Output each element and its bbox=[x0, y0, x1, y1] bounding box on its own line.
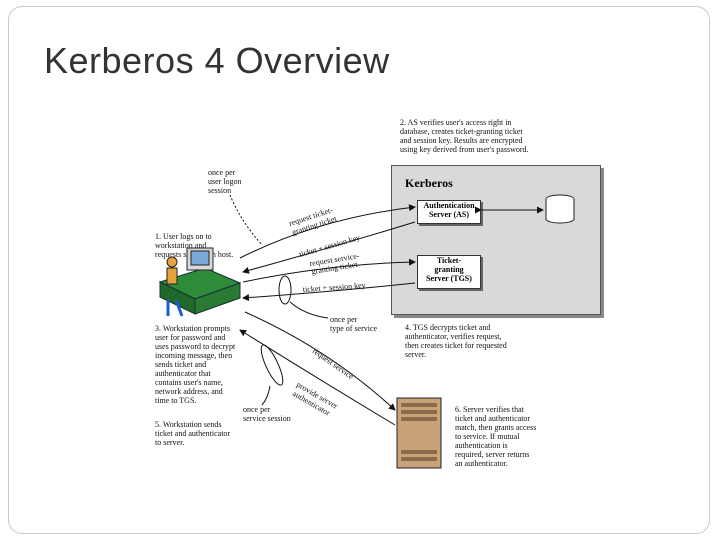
tgs-line-1: Ticket- bbox=[436, 256, 462, 265]
arrow-provide-authenticator bbox=[239, 329, 396, 426]
s3-l5: sends ticket and bbox=[155, 360, 207, 369]
leader-type bbox=[289, 301, 329, 319]
s3-l1: 3. Workstation prompts bbox=[155, 324, 230, 333]
s3-l2: user for password and bbox=[155, 333, 226, 342]
s6-l5: authentication is bbox=[455, 441, 508, 450]
step-4-note: 4. TGS decrypts ticket and authenticator… bbox=[405, 323, 507, 359]
leader-logon bbox=[229, 194, 263, 246]
tgs-server-box: Ticket- granting Server (TGS) bbox=[417, 255, 481, 289]
s4-l2: authenticator, verifies request, bbox=[405, 332, 502, 341]
opt-l1: once per bbox=[330, 315, 358, 324]
s1-l2: workstation and bbox=[155, 241, 207, 250]
step-2-note: 2. AS verifies user's access right in da… bbox=[400, 118, 529, 154]
step-5-note: 5. Workstation sends ticket and authenti… bbox=[155, 420, 230, 447]
label-ticket-session-key-2: ticket + session key bbox=[303, 281, 366, 294]
s2-l2: database, creates ticket-granting ticket bbox=[400, 127, 523, 136]
opl-l2: user logon bbox=[208, 177, 242, 186]
workstation-icon bbox=[158, 247, 242, 317]
label-request-service: request service bbox=[311, 346, 356, 381]
once-per-type-note: once per type of service bbox=[330, 315, 377, 333]
s2-l1: 2. AS verifies user's access right in bbox=[400, 118, 512, 127]
s6-l3: match, then grants access bbox=[455, 423, 537, 432]
s3-l6: authenticator that bbox=[155, 369, 211, 378]
s3-l3: uses password to decrypt bbox=[155, 342, 236, 351]
s3-l8: network address, and bbox=[155, 387, 223, 396]
arrow-request-tgt bbox=[239, 204, 416, 259]
kerberos-label: Kerberos bbox=[405, 176, 453, 190]
s2-l4: using key derived from user's password. bbox=[400, 145, 529, 154]
opl-l3: session bbox=[208, 186, 232, 195]
s4-l4: server. bbox=[405, 350, 427, 359]
s5-l3: to server. bbox=[155, 438, 185, 447]
arrow-tgt-reply bbox=[242, 221, 416, 274]
s4-l1: 4. TGS decrypts ticket and bbox=[405, 323, 491, 332]
s1-l1: 1. User logs on to bbox=[155, 232, 212, 241]
s2-l3: and session key. Results are encrypted bbox=[400, 136, 523, 145]
s4-l3: then creates ticket for requested bbox=[405, 341, 507, 350]
arrow-service-ticket-reply bbox=[242, 282, 416, 302]
as-line-2: Server (AS) bbox=[428, 210, 470, 219]
ops-l1: once per bbox=[243, 405, 271, 414]
s6-l6: required, server returns bbox=[455, 450, 530, 459]
s3-l7: contains user's name, bbox=[155, 378, 223, 387]
opl-l1: once per bbox=[208, 168, 236, 177]
s6-l7: an authenticator. bbox=[455, 459, 508, 468]
arrow-request-service-ticket bbox=[242, 258, 416, 283]
step-6-note: 6. Server verifies that ticket and authe… bbox=[455, 405, 536, 468]
as-server-box: Authentication Server (AS) bbox=[417, 200, 481, 224]
kerberos-box bbox=[391, 165, 601, 315]
loop-service bbox=[260, 344, 284, 386]
step-3-note: 3. Workstation prompts user for password… bbox=[155, 324, 235, 405]
s3-l4: incoming message, then bbox=[155, 351, 233, 360]
arrow-request-service bbox=[244, 311, 396, 411]
s3-l9: time to TGS. bbox=[155, 396, 197, 405]
s6-l1: 6. Server verifies that bbox=[455, 405, 524, 414]
slide-title: Kerberos 4 Overview bbox=[44, 40, 390, 81]
loop-type bbox=[278, 275, 292, 305]
s6-l2: ticket and authenticator bbox=[455, 414, 531, 423]
tgs-line-2: granting bbox=[434, 265, 464, 274]
ops-l2: service session bbox=[243, 414, 291, 423]
s6-l4: to service. If mutual bbox=[455, 432, 520, 441]
database-icon bbox=[545, 194, 575, 224]
opt-l2: type of service bbox=[330, 324, 378, 333]
application-server-icon bbox=[396, 397, 442, 469]
tgs-line-3: Server (TGS) bbox=[426, 274, 472, 283]
leader-service bbox=[261, 385, 271, 406]
s5-l2: ticket and authenticator bbox=[155, 429, 231, 438]
s5-l1: 5. Workstation sends bbox=[155, 420, 222, 429]
once-per-logon-note: once per user logon session bbox=[208, 168, 242, 195]
once-per-service-note: once per service session bbox=[243, 405, 291, 423]
as-line-1: Authentication bbox=[423, 201, 475, 210]
